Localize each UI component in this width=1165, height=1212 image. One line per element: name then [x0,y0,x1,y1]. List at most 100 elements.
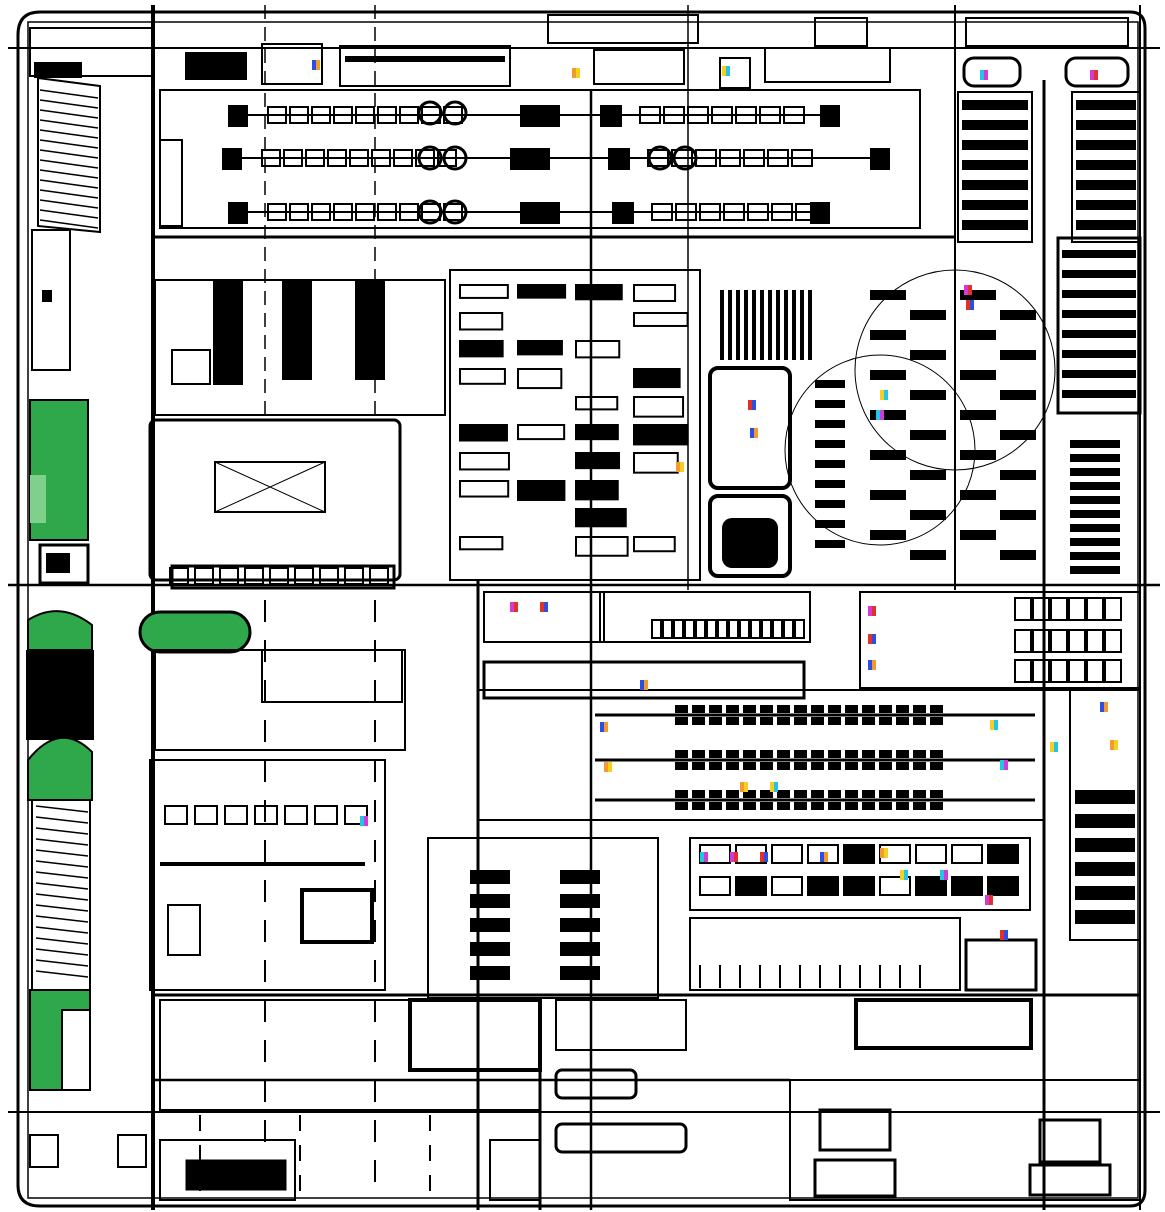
rack-bay [962,220,1028,230]
rack-bay [1062,370,1136,378]
parking-stall [35,871,89,879]
rack-bay [870,370,906,380]
equipment-marker [872,660,876,670]
equipment-marker [514,602,518,612]
machine-station [355,203,375,221]
assembly-station [709,717,722,725]
machine-station [783,106,805,124]
assembly-station [675,802,688,810]
cell-machine [633,284,677,302]
cell-machine [575,480,619,501]
office-window [294,567,314,585]
equipment-marker [1114,740,1118,750]
assembly-station [845,717,858,725]
machine-station [651,203,673,221]
rack-bay [960,490,996,500]
pump-circle [417,199,443,225]
rack-bay [808,290,812,360]
assembly-station [811,790,824,798]
storage-cell [1086,629,1104,653]
assembly-station [675,717,688,725]
assembly-station [692,705,705,713]
assembly-station [777,790,790,798]
machine-station [723,203,745,221]
pump-circle [442,100,468,126]
assembly-station [726,717,739,725]
parking-stall [35,937,89,945]
assembly-station [794,717,807,725]
process-unit [771,876,803,896]
equipment-marker [1054,742,1058,752]
parking-stall [39,179,99,189]
parking-stall [39,139,99,149]
assembly-station [709,705,722,713]
assembly-station [896,762,909,770]
machine-station [767,149,789,167]
rack-bay [1070,468,1120,476]
equipment-marker [640,680,644,690]
machine-station [663,106,685,124]
parking-stall [35,948,89,956]
machine-station [261,149,281,167]
storage-cell [684,619,695,639]
assembly-station [896,802,909,810]
parking-stall [39,129,99,139]
machine-station [377,106,397,124]
rack-bay [792,290,796,360]
assembly-station [930,802,943,810]
cell-machine [633,536,676,553]
assembly-station [743,750,756,758]
parking-stall [35,959,89,967]
equipment-marker [994,720,998,730]
assembly-station [913,802,926,810]
rack-bay [1062,250,1136,258]
assembly-station [811,802,824,810]
assembly-station [692,790,705,798]
equipment-marker [604,762,608,772]
equipment-marker [1090,70,1094,80]
assembly-station [930,762,943,770]
rack-bay [1076,180,1136,190]
office-window [269,567,289,585]
assembly-station [726,790,739,798]
assembly-station [777,717,790,725]
storage-cell [662,619,673,639]
parking-stall [35,970,89,978]
pump-circle [417,100,443,126]
assembly-station [930,750,943,758]
rack-bay [815,440,845,448]
assembly-station [675,705,688,713]
parking-stall [35,838,89,846]
equipment-marker [964,285,968,295]
equipment-marker [968,285,972,295]
assembly-station [879,705,892,713]
equipment-marker [734,852,738,862]
assembly-station [726,750,739,758]
assembly-station [760,790,773,798]
south-west-offices [138,610,406,991]
office-window [369,567,389,585]
equipment-block [160,745,161,746]
cell-machine [517,284,567,299]
equipment-marker [700,852,704,862]
assembly-station [675,750,688,758]
assembly-station [828,750,841,758]
rack-bay [1076,140,1136,150]
storage-cell [1104,629,1122,653]
assembly-station [828,802,841,810]
rack-bay [1076,160,1136,170]
equipment-marker [1100,702,1104,712]
rack-bay [1075,790,1135,804]
storage-cell [1050,659,1068,683]
machine-station [675,203,697,221]
process-unit [987,876,1019,896]
assembly-station [845,762,858,770]
equipment-block [470,870,510,884]
equipment-marker [872,606,876,616]
parking-stall [39,189,99,199]
assembly-station [811,705,824,713]
rack-bay [870,330,906,340]
rack-bay [1070,496,1120,504]
rack-bay [870,450,906,460]
rack-bay [815,420,845,428]
